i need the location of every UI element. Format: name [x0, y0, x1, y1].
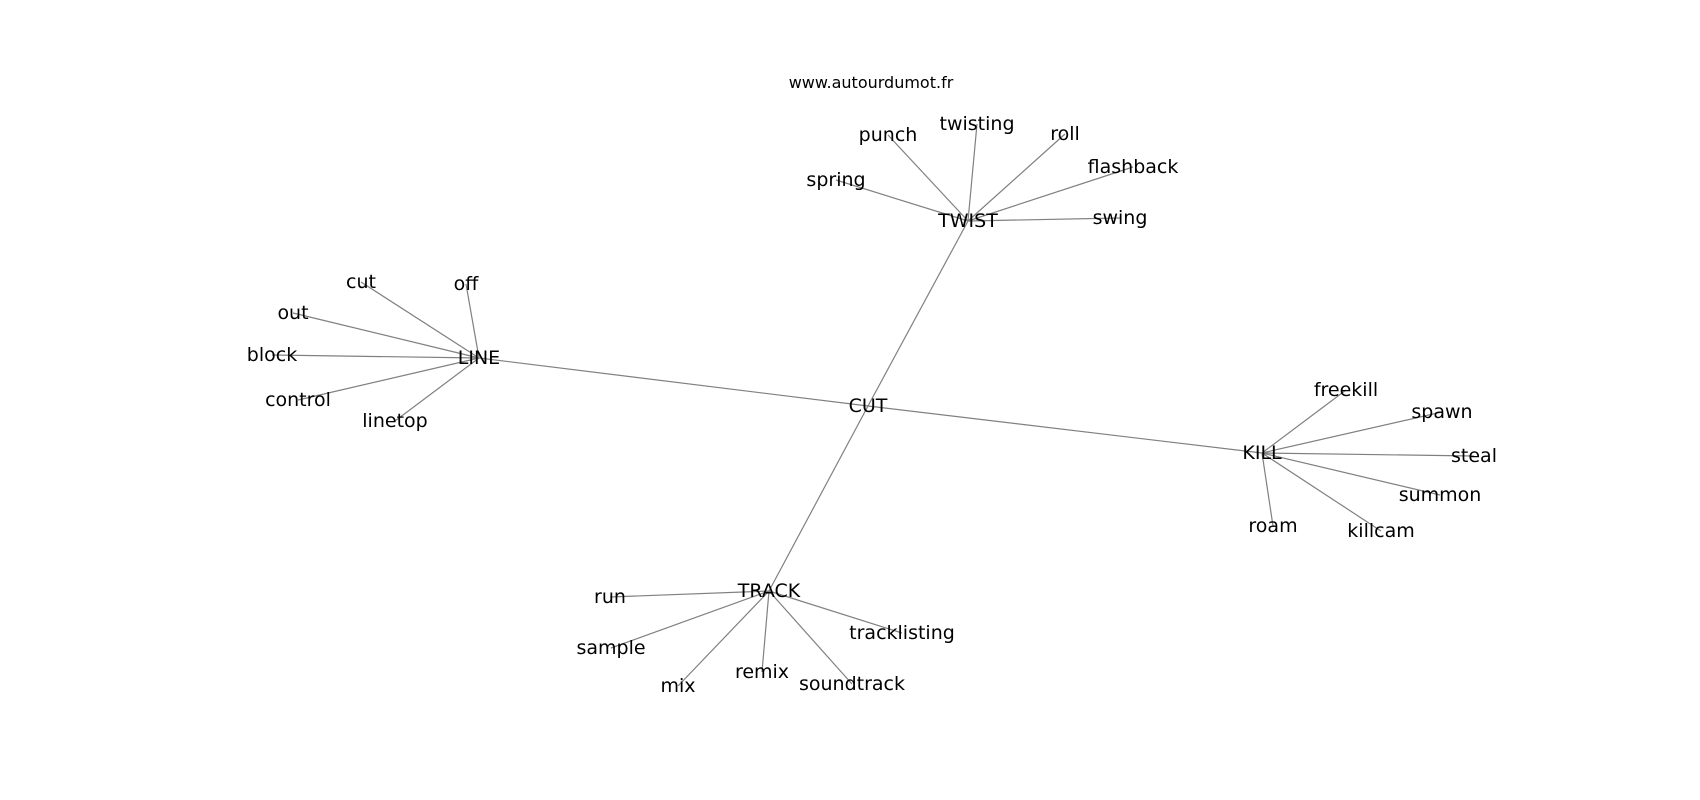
edge-twist-twisting	[967, 123, 978, 222]
edge-twist-spring	[835, 179, 969, 222]
edge-twist-flashback	[967, 166, 1134, 222]
edge-line-out	[292, 312, 480, 359]
node-leaf-block: block	[247, 344, 297, 366]
node-leaf-tracklisting: tracklisting	[849, 622, 955, 644]
node-leaf-killcam: killcam	[1347, 520, 1414, 542]
node-leaf-roam: roam	[1248, 515, 1297, 537]
edge-kill-roam	[1261, 452, 1274, 527]
node-hub-line: LINE	[458, 347, 500, 369]
node-leaf-steal: steal	[1451, 445, 1497, 467]
edge-kill-spawn	[1261, 411, 1443, 454]
edge-kill-steal	[1261, 452, 1475, 457]
node-leaf-out: out	[277, 302, 308, 324]
edge-track-sample	[610, 590, 770, 649]
edge-twist-punch	[887, 134, 969, 222]
edge-center-twist	[867, 220, 969, 407]
edge-twist-swing	[967, 217, 1121, 222]
node-leaf-swing: swing	[1093, 207, 1148, 229]
node-leaf-mix: mix	[660, 675, 695, 697]
edge-center-track	[768, 405, 869, 592]
edge-twist-roll	[967, 133, 1066, 222]
edge-track-soundtrack	[768, 590, 853, 685]
graph-edges	[271, 123, 1475, 687]
edge-track-tracklisting	[768, 590, 903, 634]
node-center: CUT	[849, 395, 888, 417]
edge-kill-killcam	[1261, 452, 1382, 532]
node-leaf-remix: remix	[735, 661, 789, 683]
edge-line-linetop	[394, 357, 480, 422]
node-leaf-summon: summon	[1399, 484, 1482, 506]
node-leaf-freekill: freekill	[1314, 379, 1378, 401]
node-leaf-twisting: twisting	[940, 113, 1015, 135]
node-leaf-cut: cut	[346, 271, 376, 293]
node-leaf-roll: roll	[1050, 123, 1080, 145]
edge-center-kill	[867, 405, 1263, 454]
node-leaf-control: control	[265, 389, 331, 411]
edge-kill-summon	[1261, 452, 1441, 496]
node-leaf-off: off	[454, 273, 480, 295]
node-hub-track: TRACK	[737, 580, 801, 602]
edge-track-mix	[677, 590, 770, 687]
node-leaf-sample: sample	[576, 637, 645, 659]
edge-line-control	[297, 357, 480, 401]
node-leaf-linetop: linetop	[362, 410, 427, 432]
edge-kill-freekill	[1261, 389, 1347, 454]
node-hub-twist: TWIST	[937, 210, 998, 232]
edge-line-cut	[360, 281, 480, 359]
graph-labels: CUT TWIST punch twisting roll flashback spring…	[247, 113, 1497, 697]
node-leaf-spring: spring	[806, 169, 865, 191]
node-leaf-spawn: spawn	[1411, 401, 1472, 423]
edge-track-remix	[761, 590, 770, 673]
edge-center-line	[478, 357, 869, 407]
node-leaf-run: run	[594, 586, 626, 608]
edge-line-off	[465, 283, 480, 359]
watermark-text: www.autourdumot.fr	[789, 73, 954, 92]
node-leaf-flashback: flashback	[1088, 156, 1179, 178]
edge-line-block	[271, 354, 480, 359]
node-leaf-punch: punch	[859, 124, 918, 146]
edge-track-run	[609, 590, 770, 598]
node-leaf-soundtrack: soundtrack	[799, 673, 905, 695]
node-hub-kill: KILL	[1242, 442, 1282, 464]
